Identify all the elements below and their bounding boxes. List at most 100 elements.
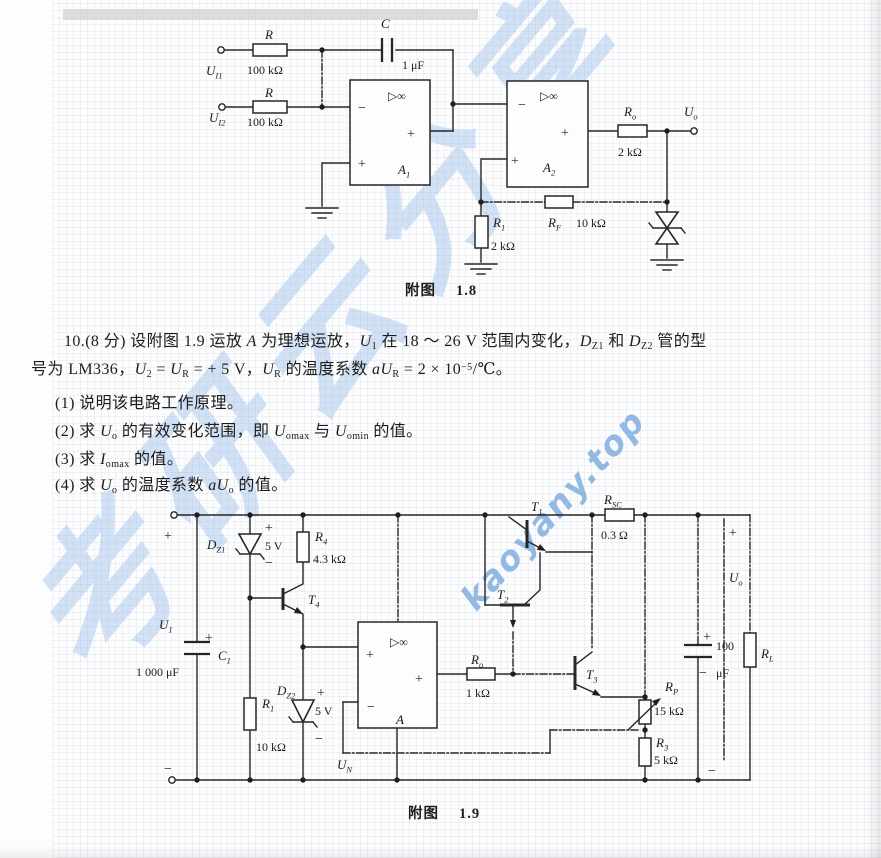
fig18-ground-r1: [464, 263, 498, 275]
scan-edge-bottom: [0, 845, 881, 858]
value-c1: 1 000 μF: [136, 665, 179, 679]
output-plus-sign: +: [729, 526, 737, 541]
value-c2-unit: μF: [716, 666, 729, 680]
fig19-transistor-t2: [500, 603, 530, 628]
label-rsc: RSC: [603, 492, 622, 510]
value-r3: 5 kΩ: [654, 753, 678, 767]
output-minus-sign: −: [708, 764, 716, 779]
fig19-capacitor-c1: [184, 640, 210, 656]
label-rp: RP: [664, 679, 678, 697]
fig18-terminals: [217, 46, 698, 135]
value-dz2: 5 V: [315, 704, 333, 718]
fig19-resistor-rsc: [604, 508, 635, 522]
label-amp-a: A: [395, 712, 404, 727]
label-t2: T2: [497, 587, 509, 605]
value-r1: 2 kΩ: [491, 239, 515, 253]
dz1-minus-sign: −: [265, 556, 273, 571]
amp-plus-input: +: [366, 648, 374, 663]
label-r1: R1: [261, 696, 274, 714]
label-r3: R3: [655, 735, 668, 753]
label-t3: T3: [586, 667, 597, 685]
question-4: (4) 求 Uo 的温度系数 aUo 的值。: [55, 477, 288, 496]
fig19-terminals: [168, 511, 178, 784]
value-ro: 1 kΩ: [466, 686, 490, 700]
fig18-resistor-ro: [617, 124, 648, 138]
amp-plus-output: +: [415, 672, 423, 687]
label-ui1: UI1: [206, 63, 222, 81]
label-rl: RL: [760, 646, 774, 664]
dz2-minus-sign: −: [315, 732, 323, 747]
a2-plus-output: +: [561, 126, 569, 141]
value-rsc: 0.3 Ω: [601, 528, 628, 542]
label-ro: Ro: [623, 104, 636, 122]
fig19-resistor-r3: [638, 737, 652, 767]
fig19-transistor-t1: [525, 520, 546, 551]
value-c: 1 μF: [402, 58, 424, 72]
c2-plus-sign: +: [703, 630, 711, 645]
label-c: C: [381, 16, 390, 31]
label-r-bottom: R: [264, 85, 273, 100]
label-un: UN: [337, 757, 353, 775]
fig18-ground-zener: [650, 259, 684, 271]
fig18-opamp-a1: [349, 79, 431, 186]
value-r-top: 100 kΩ: [247, 63, 283, 77]
a2-minus-input: −: [518, 98, 526, 113]
fig19-resistor-rl: [743, 632, 757, 668]
label-r4: R4: [314, 529, 328, 547]
value-r1: 10 kΩ: [256, 740, 286, 754]
a1-gain-symbol: ▷∞: [388, 89, 406, 103]
problem-statement-line2: 号为 LM336，U2 = UR = + 5 V，UR 的温度系数 aUR = …: [31, 361, 513, 380]
fig19-resistor-ro: [466, 667, 496, 681]
a2-gain-symbol: ▷∞: [540, 89, 558, 103]
dz1-plus-sign: +: [265, 521, 273, 536]
label-uo: Uo: [684, 104, 698, 122]
question-2: (2) 求 Uo 的有效变化范围，即 Uomax 与 Uomin 的值。: [55, 423, 423, 442]
label-r-top: R: [264, 27, 273, 42]
value-rp: 15 kΩ: [654, 704, 684, 718]
label-dz2: DZ2: [276, 683, 296, 701]
value-r4: 4.3 kΩ: [313, 552, 346, 566]
value-ro: 2 kΩ: [618, 145, 642, 159]
input-minus-sign: −: [164, 762, 172, 777]
fig18-capacitor-c: [380, 38, 394, 62]
a1-plus-input: +: [358, 157, 366, 172]
question-3: (3) 求 Iomax 的值。: [55, 451, 184, 470]
fig18-ground-a1: [305, 207, 339, 219]
fig19-potentiometer-rp: [628, 698, 661, 730]
fig19-transistor-t4: [281, 588, 303, 614]
amp-gain-symbol: ▷∞: [390, 635, 408, 649]
fig18-junction-dots: [319, 47, 670, 205]
fig19-zener-dz1: [235, 533, 265, 560]
a1-plus-output: +: [407, 127, 415, 142]
scan-artifact-band: [63, 9, 478, 20]
label-a2: A2: [542, 160, 556, 178]
fig18-resistor-r1: [474, 215, 489, 249]
fig19-transistor-t3: [573, 656, 601, 696]
a1-minus-input: −: [358, 101, 366, 116]
label-uo: Uo: [729, 570, 743, 588]
fig19-resistor-r1: [243, 697, 257, 731]
fig18-resistor-r-top: [252, 43, 288, 57]
c2-minus-sign: −: [699, 666, 707, 681]
amp-minus-input: −: [367, 700, 375, 715]
label-ui2: UI2: [209, 110, 226, 128]
fig18-resistor-rf: [544, 195, 574, 209]
label-a1: A1: [397, 162, 410, 180]
value-dz1: 5 V: [265, 539, 283, 553]
question-1: (1) 说明该电路工作原理。: [55, 395, 244, 412]
fig19-resistor-r4: [296, 531, 310, 563]
fig18-bidirectional-zener: [648, 211, 686, 245]
problem-statement-line1: 10.(8 分) 设附图 1.9 运放 A 为理想运放，U1 在 18 ～ 26…: [64, 333, 707, 352]
label-t1: T1: [531, 499, 542, 517]
label-c1: C1: [218, 648, 231, 666]
label-dz1: DZ1: [206, 537, 225, 555]
label-u1: U1: [159, 617, 173, 635]
value-c2-number: 100: [716, 639, 734, 653]
fig18-resistor-r-bottom: [252, 100, 288, 114]
fig19-capacitor-c2: [684, 643, 712, 659]
value-rf: 10 kΩ: [576, 216, 606, 230]
c1-plus-sign: +: [205, 631, 213, 646]
fig19-wiring: [175, 514, 751, 781]
label-ro: Ro: [470, 652, 483, 670]
